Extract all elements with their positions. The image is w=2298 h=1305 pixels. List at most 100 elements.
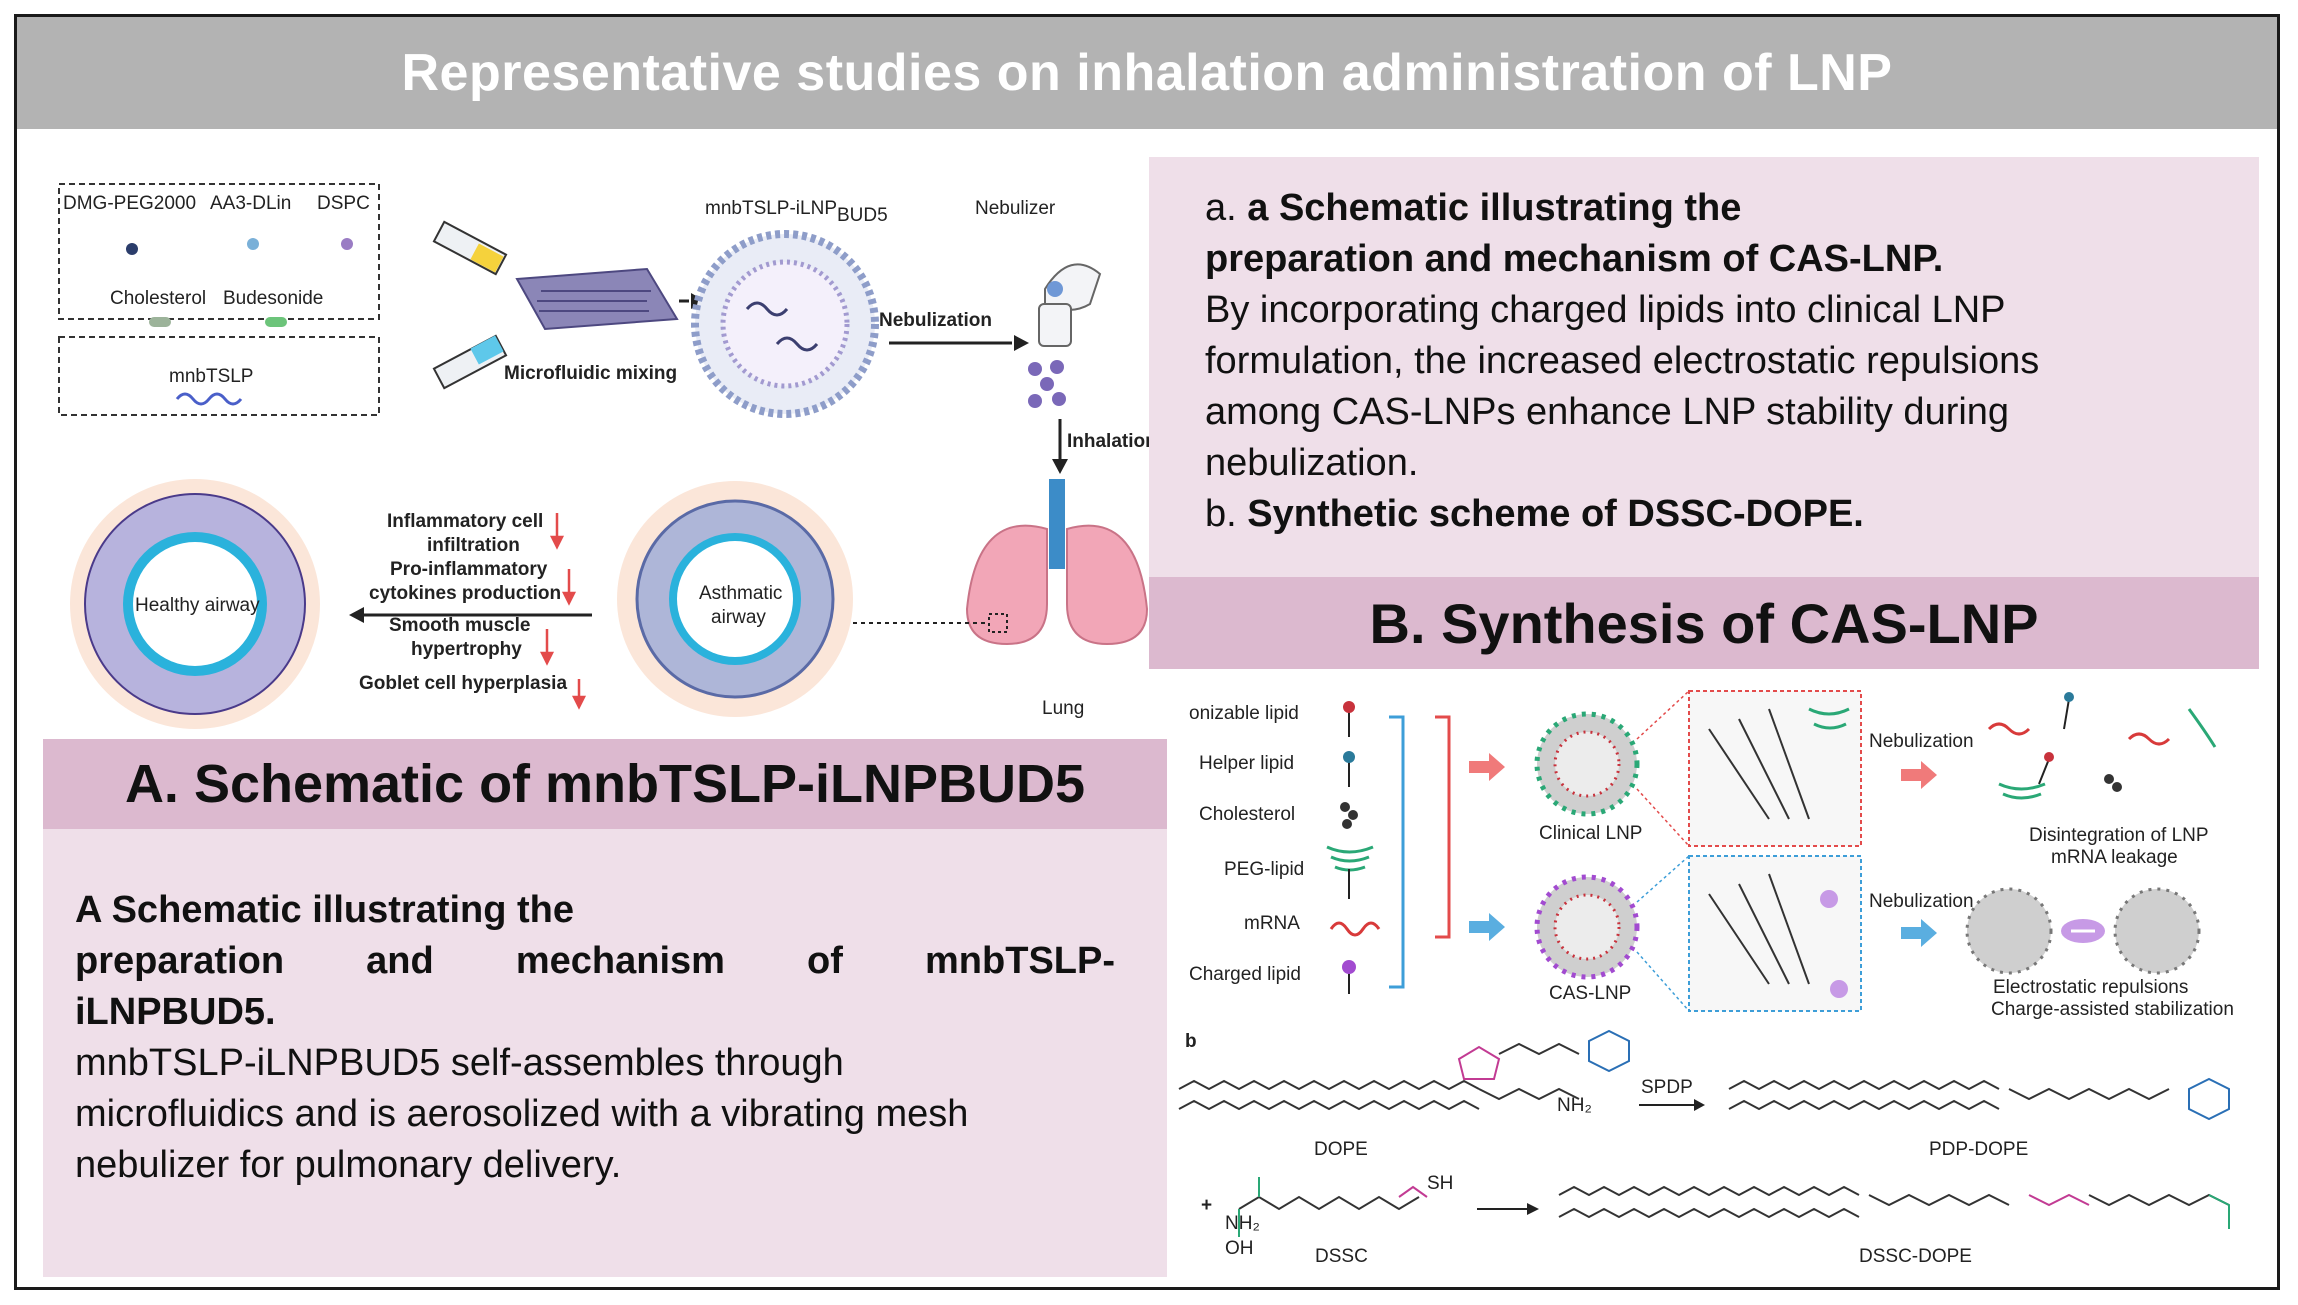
label-effect-2b: cytokines production — [369, 583, 561, 604]
microfluidic-chip-icon — [515, 267, 679, 331]
page-title: Representative studies on inhalation adm… — [401, 44, 1893, 102]
label-plus: + — [1201, 1195, 1212, 1216]
label-particle: mnbTSLP-iLNP — [705, 198, 837, 219]
legend-ionizable: onizable lipid — [1189, 703, 1299, 724]
arrow-to-clinical — [1469, 753, 1505, 781]
mrna-box — [58, 336, 380, 416]
section-b-heading-text: B. Synthesis of CAS-LNP — [1369, 591, 2039, 655]
section-b-caption: a. a Schematic illustrating the preparat… — [1205, 183, 2245, 540]
arrow-nebulization-head — [1014, 335, 1029, 351]
label-dope: DOPE — [1314, 1139, 1368, 1160]
lnp-core — [720, 259, 850, 389]
dope-structure — [1178, 1079, 1580, 1111]
syringe-bottom-icon — [432, 334, 508, 390]
chip-channels — [537, 290, 651, 312]
arrow-nebulization-top — [1901, 761, 1937, 789]
caption-a-line-6: nebulizer for pulmonary delivery. — [75, 1144, 622, 1186]
label-cholesterol-a: Cholesterol — [110, 288, 206, 309]
lung-icon — [965, 479, 1149, 646]
dspc-lipid-icon — [341, 238, 353, 250]
caption-a-line-4: mnbTSLP-iLNPBUD5 self-assembles through — [75, 1042, 844, 1084]
label-healthy: Healthy airway — [135, 595, 260, 616]
zoom-peg — [1808, 707, 1850, 730]
dmg-lipid-icon — [126, 243, 138, 255]
zoom-cas-lines — [1636, 855, 1690, 1012]
label-effect-2a: Pro-inflammatory — [390, 559, 548, 580]
arrow-nebulization-bottom — [1901, 919, 1937, 947]
label-electro-2: Charge-assisted stabilization — [1991, 999, 2234, 1020]
nebulizer-device-icon — [1038, 263, 1102, 347]
caption-b-line-5: among CAS-LNPs enhance LNP stability dur… — [1205, 391, 2010, 433]
dssc-structure — [1238, 1177, 1428, 1237]
caption-b-line-7: b. Synthetic scheme of DSSC-DOPE. — [1205, 493, 1864, 535]
mrna-strand-icon — [175, 392, 243, 406]
label-asthmatic-1: Asthmatic — [699, 583, 782, 604]
spdp-structure — [1457, 1029, 1630, 1080]
cholesterol-icon — [149, 317, 171, 327]
section-a-heading-text: A. Schematic of mnbTSLP-iLNPBUD5 — [124, 754, 1086, 814]
figure-frame: Representative studies on inhalation adm… — [14, 14, 2280, 1290]
label-effect-4: Goblet cell hyperplasia — [359, 673, 567, 694]
label-nebulizer: Nebulizer — [975, 198, 1056, 219]
zoom-clinical-lines — [1636, 690, 1690, 847]
dssc-dope-structure — [1558, 1185, 2230, 1229]
legend-cholesterol: Cholesterol — [1199, 804, 1295, 825]
label-nebulization-top: Nebulization — [1869, 731, 1974, 752]
caption-b-line-3: By incorporating charged lipids into cli… — [1205, 289, 2006, 331]
lnp-mrna — [745, 301, 819, 352]
label-asthmatic-2: airway — [711, 607, 766, 628]
zoom-charged-2 — [1830, 980, 1848, 998]
legend-icons — [1326, 701, 1381, 994]
section-b-heading: B. Synthesis of CAS-LNP — [1149, 577, 2259, 669]
caption-b-line-6: nebulization. — [1205, 442, 1419, 484]
disintegrated-components — [1987, 692, 2217, 800]
label-particle-sub: BUD5 — [837, 205, 888, 226]
label-panel-b: b — [1185, 1031, 1197, 1052]
arrow-to-cas — [1469, 913, 1505, 941]
asthmatic-airway-icon — [617, 481, 853, 717]
bracket-blue — [1389, 715, 1405, 989]
section-a-figure: DMG-PEG2000 AA3-DLin DSPC Cholesterol Bu… — [58, 183, 1157, 729]
aerosol-droplets — [1028, 360, 1066, 408]
caption-a-line-5: microfluidics and is aerosolized with a … — [75, 1093, 969, 1135]
label-dssc-dope: DSSC-DOPE — [1859, 1246, 1972, 1267]
section-a-caption-panel — [43, 829, 1167, 1277]
syringe-top-icon — [432, 220, 508, 276]
zoom-lipid-lines — [1708, 708, 1810, 985]
caption-b-line-1: a. a Schematic illustrating the — [1205, 187, 1742, 229]
healthy-airway-icon — [70, 479, 320, 729]
section-a-heading: A. Schematic of mnbTSLP-iLNPBUD5 — [43, 739, 1167, 829]
caption-b-line-4: formulation, the increased electrostatic… — [1205, 340, 2040, 382]
legend-helper: Helper lipid — [1199, 753, 1294, 774]
label-disintegration-2: mRNA leakage — [2051, 847, 2178, 868]
label-nebulization-bottom: Nebulization — [1869, 891, 1974, 912]
label-effect-3b: hypertrophy — [411, 639, 522, 660]
label-nh2-dssc: NH₂ — [1225, 1213, 1260, 1234]
cas-lnp-icon — [1534, 874, 1640, 980]
caption-b-line-2: preparation and mechanism of CAS-LNP. — [1205, 238, 1944, 280]
label-clinical-lnp: Clinical LNP — [1539, 823, 1642, 844]
label-aa3-dlin: AA3-DLin — [210, 193, 291, 214]
label-nebulization-a: Nebulization — [879, 310, 992, 331]
down-arrows-red — [539, 513, 587, 710]
label-nh2-dope: NH₂ — [1557, 1095, 1592, 1116]
label-lung: Lung — [1042, 698, 1084, 719]
clinical-lnp-icon — [1534, 711, 1640, 817]
pdp-dope-structure — [1728, 1077, 2230, 1121]
label-oh-dssc: OH — [1225, 1238, 1254, 1259]
zoom-charged — [1820, 890, 1838, 908]
caption-a-bold-3: iLNPBUD5. — [75, 991, 276, 1033]
label-spdp: SPDP — [1641, 1077, 1693, 1098]
label-dspc: DSPC — [317, 193, 370, 214]
label-inhalation: Inhalation — [1067, 431, 1157, 452]
stabilized-lnp-pair — [1965, 887, 2201, 975]
label-electro-1: Electrostatic repulsions — [1993, 977, 2188, 998]
arrow-spdp-head — [1694, 1099, 1705, 1111]
label-mnbtslp: mnbTSLP — [169, 366, 253, 387]
label-cas-lnp: CAS-LNP — [1549, 983, 1631, 1004]
caption-a-bold-1: A Schematic illustrating the — [75, 889, 575, 931]
legend-peg: PEG-lipid — [1224, 859, 1304, 880]
lipid-box — [58, 183, 380, 320]
section-b-caption-panel — [1149, 157, 2259, 577]
label-effect-1a: Inflammatory cell — [387, 511, 543, 532]
